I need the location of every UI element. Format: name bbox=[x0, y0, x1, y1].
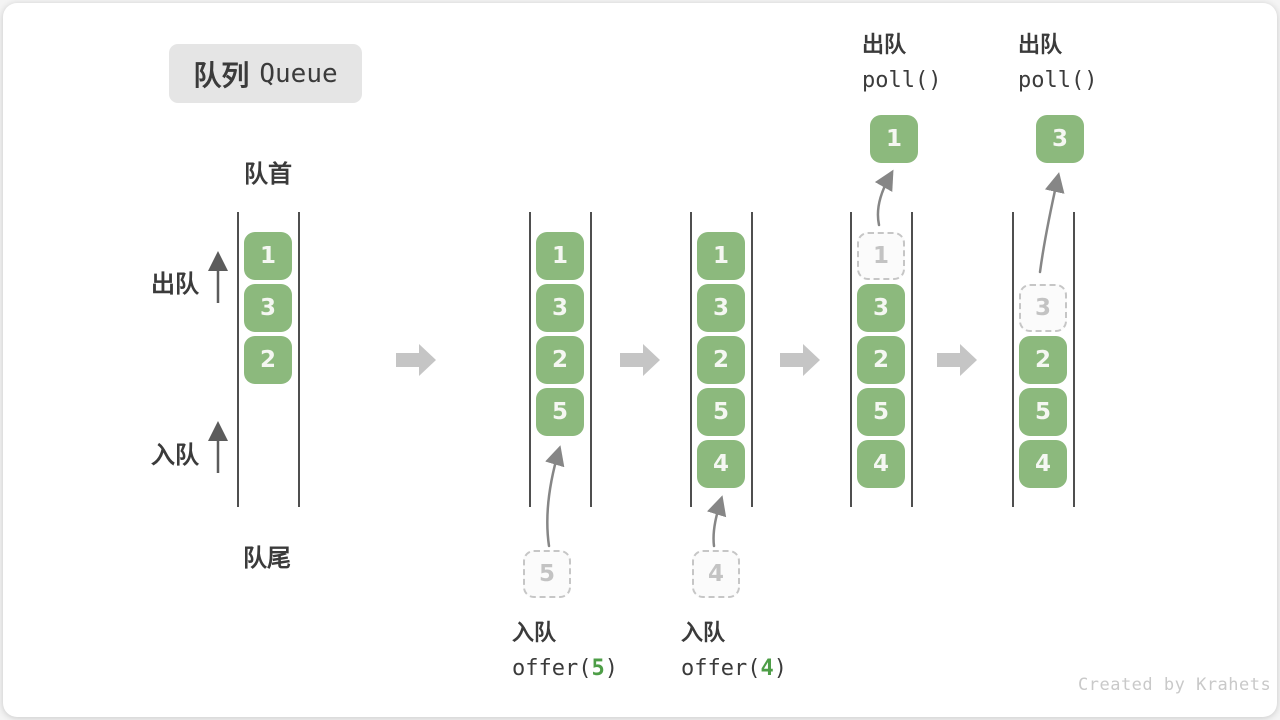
queue-item-box: 3 bbox=[244, 284, 292, 332]
operation-caption: 出队 poll() bbox=[862, 27, 941, 93]
op-code: offer(5) bbox=[512, 656, 618, 681]
queue-item-box: 5 bbox=[857, 388, 905, 436]
credit-text: Created by Krahets bbox=[1078, 675, 1272, 695]
operation-caption: 出队 poll() bbox=[1018, 27, 1097, 93]
pending-item-box: 4 bbox=[692, 550, 740, 598]
queue-wall-right bbox=[590, 212, 592, 507]
diagram-card bbox=[3, 3, 1277, 717]
queue-item-box: 4 bbox=[1019, 440, 1067, 488]
queue-item-box: 1 bbox=[697, 232, 745, 280]
enqueue-side-label: 入队 bbox=[151, 442, 199, 469]
operation-caption: 入队 offer(5) bbox=[512, 615, 618, 681]
queue-wall-left bbox=[1012, 212, 1014, 507]
removed-item-ghost-box: 1 bbox=[857, 232, 905, 280]
dequeued-item-box: 1 bbox=[870, 115, 918, 163]
queue-wall-left bbox=[850, 212, 852, 507]
queue-item-box: 5 bbox=[1019, 388, 1067, 436]
title-en: Queue bbox=[259, 58, 338, 89]
title-zh: 队列 bbox=[193, 59, 250, 91]
op-code-suffix: ) bbox=[773, 656, 787, 681]
op-code-prefix: offer( bbox=[681, 656, 761, 681]
queue-rear-label: 队尾 bbox=[243, 545, 291, 572]
op-code-arg: 4 bbox=[760, 656, 774, 681]
dequeue-op-label: 出队 bbox=[862, 32, 907, 57]
dequeued-item-box: 3 bbox=[1036, 115, 1084, 163]
enqueue-op-label: 入队 bbox=[512, 620, 557, 645]
queue-wall-left bbox=[690, 212, 692, 507]
queue-item-box: 5 bbox=[697, 388, 745, 436]
queue-wall-right bbox=[298, 212, 300, 507]
queue-item-box: 2 bbox=[697, 336, 745, 384]
queue-wall-right bbox=[751, 212, 753, 507]
op-code-arg: 5 bbox=[591, 656, 605, 681]
queue-item-box: 2 bbox=[1019, 336, 1067, 384]
pending-item-box: 5 bbox=[523, 550, 571, 598]
queue-item-box: 1 bbox=[244, 232, 292, 280]
queue-item-box: 3 bbox=[536, 284, 584, 332]
queue-wall-right bbox=[1073, 212, 1075, 507]
op-code: offer(4) bbox=[681, 656, 787, 681]
title-badge: 队列 Queue bbox=[169, 44, 362, 103]
dequeue-side-label: 出队 bbox=[151, 271, 199, 298]
op-code: poll() bbox=[862, 68, 942, 93]
queue-item-box: 5 bbox=[536, 388, 584, 436]
queue-wall-right bbox=[911, 212, 913, 507]
op-code-suffix: ) bbox=[604, 656, 618, 681]
queue-front-label: 队首 bbox=[244, 161, 292, 188]
enqueue-op-label: 入队 bbox=[681, 620, 726, 645]
queue-item-box: 2 bbox=[536, 336, 584, 384]
queue-wall-left bbox=[237, 212, 239, 507]
op-code: poll() bbox=[1018, 68, 1098, 93]
operation-caption: 入队 offer(4) bbox=[681, 615, 787, 681]
queue-item-box: 2 bbox=[244, 336, 292, 384]
queue-wall-left bbox=[529, 212, 531, 507]
dequeue-op-label: 出队 bbox=[1018, 32, 1063, 57]
queue-item-box: 3 bbox=[697, 284, 745, 332]
removed-item-ghost-box: 3 bbox=[1019, 284, 1067, 332]
queue-item-box: 1 bbox=[536, 232, 584, 280]
op-code-prefix: offer( bbox=[512, 656, 592, 681]
queue-item-box: 4 bbox=[697, 440, 745, 488]
queue-item-box: 3 bbox=[857, 284, 905, 332]
queue-item-box: 2 bbox=[857, 336, 905, 384]
queue-item-box: 4 bbox=[857, 440, 905, 488]
